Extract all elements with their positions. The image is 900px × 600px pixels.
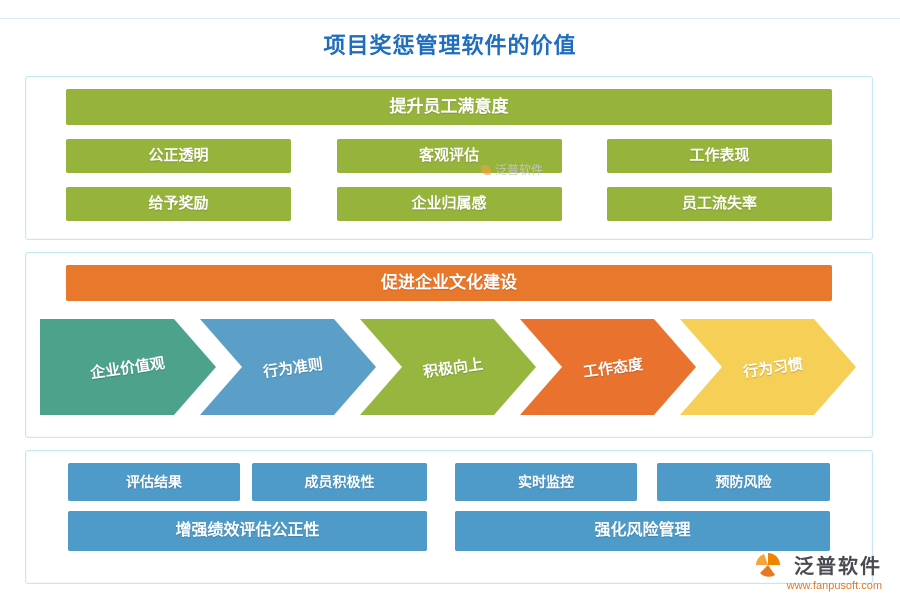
top-divider (0, 18, 900, 19)
culture-arrow-habits-label: 行为习惯 (742, 355, 805, 381)
culture-header: 促进企业文化建设 (66, 265, 832, 301)
section-corporate-culture: 促进企业文化建设 企业价值观 行为准则 积极向上 工作态度 行为习惯 (25, 252, 873, 438)
culture-arrow-work-attitude: 工作态度 (520, 319, 696, 415)
brand-footer: 泛普软件 www.fanpusoft.com (755, 550, 882, 592)
culture-arrow-positivity-label: 积极向上 (422, 355, 485, 381)
culture-arrow-code-of-conduct: 行为准则 (200, 319, 376, 415)
management-footer-performance-fairness: 增强绩效评估公正性 (68, 511, 427, 551)
management-row-2: 增强绩效评估公正性 强化风险管理 (68, 511, 830, 551)
satisfaction-header: 提升员工满意度 (66, 89, 832, 125)
satisfaction-item-turnover: 员工流失率 (607, 187, 832, 221)
satisfaction-item-work-performance: 工作表现 (607, 139, 832, 173)
fanpu-logo-icon (755, 552, 781, 583)
culture-arrow-habits: 行为习惯 (680, 319, 856, 415)
culture-arrow-row: 企业价值观 行为准则 积极向上 工作态度 行为习惯 (26, 317, 872, 417)
management-item-member-positivity: 成员积极性 (252, 463, 427, 501)
satisfaction-item-belonging: 企业归属感 (336, 187, 562, 221)
watermark-text: 泛普软件 (495, 163, 544, 177)
page-title: 项目奖惩管理软件的价值 (323, 33, 577, 58)
satisfaction-item-fairness: 公正透明 (66, 139, 291, 173)
culture-arrow-code-of-conduct-label: 行为准则 (262, 355, 325, 381)
satisfaction-item-rewards: 给予奖励 (66, 187, 291, 221)
section-employee-satisfaction: 提升员工满意度 公正透明 客观评估 工作表现 给予奖励 企业归属感 员工流失率 … (25, 76, 873, 240)
satisfaction-row-2: 给予奖励 企业归属感 员工流失率 (66, 187, 832, 221)
watermark: 泛普软件 (481, 161, 543, 178)
brand-name: 泛普软件 (794, 556, 882, 578)
brand-url[interactable]: www.fanpusoft.com (786, 580, 882, 592)
culture-arrow-values: 企业价值观 (40, 319, 216, 415)
satisfaction-item-objective-eval: 客观评估 (336, 139, 562, 173)
brand-text-block: 泛普软件 www.fanpusoft.com (787, 550, 882, 592)
management-row-1: 评估结果 成员积极性 实时监控 预防风险 (68, 463, 830, 501)
management-footer-risk-management: 强化风险管理 (455, 511, 830, 551)
culture-arrow-values-label: 企业价值观 (89, 354, 167, 382)
satisfaction-row-1: 公正透明 客观评估 工作表现 (66, 139, 832, 173)
management-item-eval-results: 评估结果 (68, 463, 240, 501)
management-item-risk-prevention: 预防风险 (657, 463, 830, 501)
culture-arrow-positivity: 积极向上 (360, 319, 536, 415)
watermark-logo-icon (481, 164, 491, 175)
management-item-realtime-monitoring: 实时监控 (455, 463, 637, 501)
culture-arrow-work-attitude-label: 工作态度 (582, 355, 645, 381)
section-evaluation-risk: 评估结果 成员积极性 实时监控 预防风险 增强绩效评估公正性 强化风险管理 (25, 450, 873, 584)
